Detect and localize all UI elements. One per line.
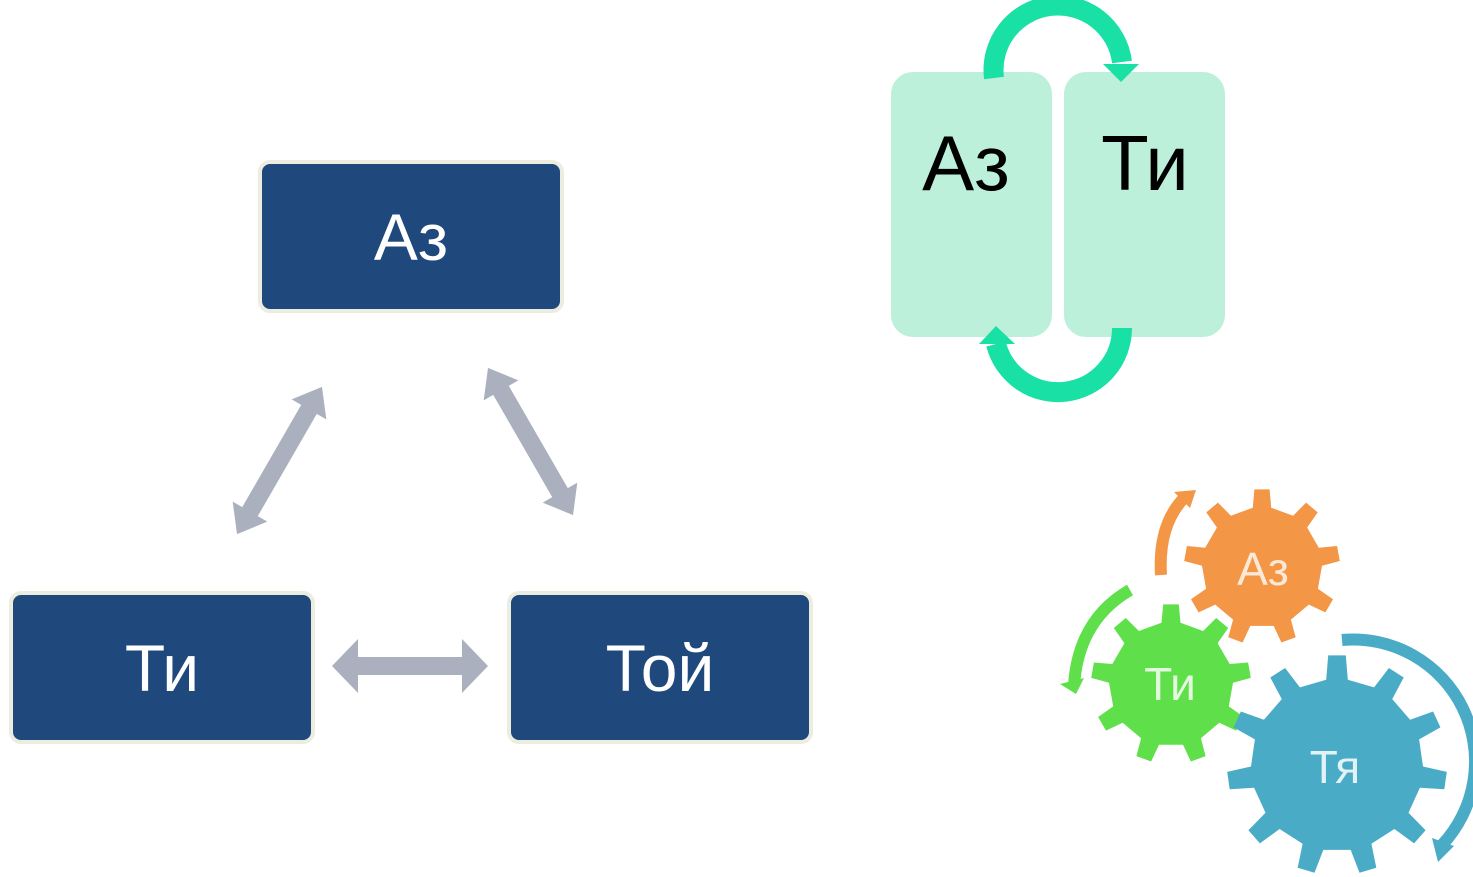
node-toy: Той xyxy=(507,591,813,744)
gear-az xyxy=(1184,489,1340,643)
cycle-connectors xyxy=(232,367,578,693)
node-az-label: Аз xyxy=(373,199,449,274)
exchange-panel-right xyxy=(1064,72,1225,337)
exchange-right-label: Ти xyxy=(1101,119,1189,207)
gear-arrowhead-blue xyxy=(1432,838,1454,862)
gear-tya xyxy=(1227,655,1447,873)
gear-az-label: Аз xyxy=(1237,543,1289,595)
gear-ti xyxy=(1091,604,1251,762)
exchange-panel-left xyxy=(891,72,1052,337)
exchange-left-label: Аз xyxy=(922,119,1010,207)
node-toy-label: Той xyxy=(605,630,715,705)
gear-ti-label: Ти xyxy=(1144,658,1196,710)
exchange-arrowhead-bottom xyxy=(979,326,1015,344)
gear-az-shape xyxy=(1184,489,1340,643)
exchange-arrow-top xyxy=(983,0,1132,80)
exchange-diagram: Аз Ти xyxy=(891,0,1225,403)
gear-tya-label: Тя xyxy=(1310,741,1360,793)
node-ti: Ти xyxy=(9,591,315,744)
exchange-arrow-bottom xyxy=(986,327,1133,403)
exchange-arrowhead-top xyxy=(1103,64,1139,82)
double-arrow-az-toy xyxy=(483,367,578,516)
gear-tya-shape xyxy=(1227,655,1447,873)
gear-arrowhead-orange xyxy=(1174,490,1196,508)
gear-arrow-orange xyxy=(1154,493,1189,576)
gear-arrowhead-green xyxy=(1060,678,1084,694)
gear-ti-shape xyxy=(1091,604,1251,762)
node-az: Аз xyxy=(258,160,564,313)
double-arrow-ti-toy xyxy=(332,639,488,693)
double-arrow-ti-az xyxy=(232,386,327,535)
gears-diagram: Аз Ти Тя xyxy=(1060,489,1473,873)
gear-arrow-green xyxy=(1068,584,1134,687)
node-ti-label: Ти xyxy=(124,630,200,705)
gear-arrow-blue xyxy=(1341,633,1473,850)
